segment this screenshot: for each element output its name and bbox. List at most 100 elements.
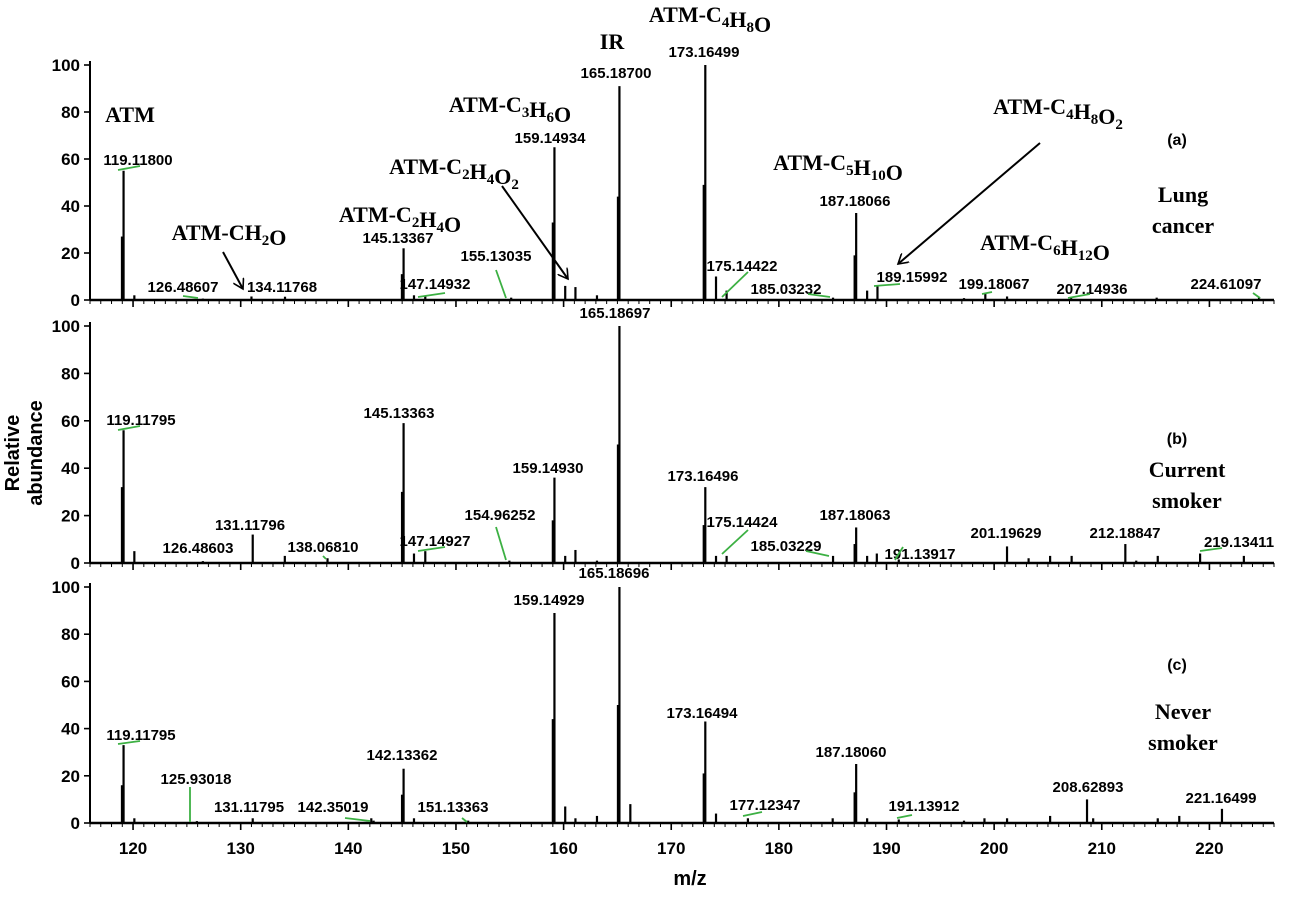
panel-c: 020406080100119.11795125.93018131.117951… <box>52 565 1275 833</box>
panel-label: (a) <box>1167 132 1187 149</box>
peak-label: 147.14932 <box>400 276 471 293</box>
y-tick-label: 40 <box>61 197 80 216</box>
y-tick-label: 60 <box>61 150 80 169</box>
x-tick-label: 170 <box>657 839 685 858</box>
label-leader-line <box>873 283 901 287</box>
y-tick-label: 20 <box>61 507 80 526</box>
fragment-annotation: ATM-C6H12O <box>980 230 1110 265</box>
fragment-annotation: ATM-C4H8O <box>649 2 771 37</box>
peak-label: 131.11795 <box>214 799 284 816</box>
peak-label: 145.13363 <box>364 405 435 422</box>
y-tick-label: 0 <box>71 291 80 310</box>
peak-label: 191.13917 <box>885 546 956 563</box>
panel-label: (c) <box>1167 657 1187 674</box>
label-leader-line <box>805 550 830 557</box>
y-tick-label: 60 <box>61 412 80 431</box>
y-tick-label: 100 <box>52 317 80 336</box>
fragment-annotation: ATM <box>105 102 155 127</box>
peak-label: 191.13912 <box>889 798 960 815</box>
label-leader-line <box>495 526 507 561</box>
y-tick-label: 0 <box>71 554 80 573</box>
arrow-atm-ch2o <box>222 251 243 289</box>
label-leader-line <box>894 546 904 561</box>
label-leader-line <box>807 293 831 298</box>
fragment-annotation: ATM-C2H4O <box>339 202 461 237</box>
peak-label: 159.14929 <box>514 592 585 609</box>
peak-label: 185.03232 <box>751 281 822 298</box>
peak-label: 155.13035 <box>461 248 532 265</box>
fragment-annotation-part: ATM-C <box>980 230 1053 255</box>
fragment-annotation: ATM-C3H6O <box>449 92 571 127</box>
fragment-annotation-part: O <box>1098 104 1115 129</box>
peak-label: 189.15992 <box>877 269 948 286</box>
group-label: Never <box>1155 699 1211 724</box>
label-leader-line <box>981 291 993 295</box>
peak-label: 159.14930 <box>513 460 584 477</box>
label-leader-line <box>117 740 141 745</box>
fragment-annotation-part: ATM-C <box>649 2 722 27</box>
arrow-atm-c2h4o2 <box>501 185 568 279</box>
group-label: Lung <box>1158 182 1208 207</box>
fragment-annotation-part: H <box>529 97 546 122</box>
fragment-annotation-part: O <box>269 225 286 250</box>
x-tick-label: 210 <box>1088 839 1116 858</box>
label-leader-line <box>117 425 141 431</box>
peak-label: 134.11768 <box>247 279 317 296</box>
group-label: cancer <box>1152 213 1215 238</box>
peak-label: 175.14422 <box>707 258 778 275</box>
label-leader-line <box>1252 292 1261 299</box>
peak-label: 208.62893 <box>1053 779 1124 796</box>
fragment-annotation-part: H <box>1074 99 1091 124</box>
peak-label: 175.14424 <box>707 514 779 531</box>
peak-label: 119.11800 <box>103 152 172 169</box>
label-leader-line <box>461 817 468 823</box>
fragment-annotation-part: 2 <box>412 215 420 231</box>
peak-label: 199.18067 <box>959 276 1030 293</box>
panel-b: 020406080100119.11795126.48603131.117961… <box>52 305 1275 573</box>
label-leader-line <box>322 555 327 560</box>
peak-label: 165.18700 <box>581 65 652 82</box>
peak-label: 187.18063 <box>820 507 891 524</box>
x-tick-label: 220 <box>1195 839 1223 858</box>
y-tick-label: 40 <box>61 459 80 478</box>
fragment-annotation-part: 2 <box>511 177 519 193</box>
y-tick-label: 40 <box>61 720 80 739</box>
peak-label: 131.11796 <box>215 517 285 534</box>
x-tick-label: 200 <box>980 839 1008 858</box>
x-tick-label: 130 <box>227 839 255 858</box>
panel-label: (b) <box>1167 431 1187 448</box>
fragment-annotation-part: H <box>854 155 871 180</box>
fragment-annotation-part: O <box>494 164 511 189</box>
fragment-annotation-part: H <box>419 207 436 232</box>
fragment-annotation-part: ATM-C <box>389 154 462 179</box>
label-leader-line <box>417 292 446 298</box>
peak-label: 165.18696 <box>579 565 650 582</box>
label-leader-line <box>1067 293 1091 299</box>
fragment-annotation-part: ATM-C <box>449 92 522 117</box>
label-leader-line <box>742 811 763 817</box>
x-tick-label: 150 <box>442 839 470 858</box>
fragment-annotation-part: 2 <box>1115 117 1123 133</box>
y-tick-label: 100 <box>52 578 80 597</box>
peak-label: 219.13411 <box>1204 534 1274 551</box>
fragment-annotation: ATM-C5H10O <box>773 150 903 185</box>
fragment-annotation: ATM-C2H4O2 <box>389 154 519 193</box>
x-tick-label: 120 <box>119 839 147 858</box>
fragment-annotation-part: 2 <box>462 167 470 183</box>
arrow-atm-c4h8o2 <box>898 142 1041 264</box>
fragment-annotation-part: ATM <box>105 102 155 127</box>
peak-label: 125.93018 <box>161 771 232 788</box>
fragment-annotation-part: ATM-CH <box>172 220 262 245</box>
fragment-annotation-part: ATM-C <box>773 150 846 175</box>
fragment-annotation-part: 5 <box>846 163 854 179</box>
label-leader-line <box>721 529 749 555</box>
peak-label: 173.16499 <box>669 44 740 61</box>
peak-label: 173.16494 <box>667 705 739 722</box>
fragment-annotation-part: 4 <box>722 15 730 31</box>
fragment-annotation-part: H <box>470 159 487 184</box>
peak-label: 142.35019 <box>298 799 369 816</box>
peak-label: 165.18697 <box>580 305 651 322</box>
fragment-annotation-part: 6 <box>1053 243 1061 259</box>
label-leader-line <box>1199 547 1223 552</box>
